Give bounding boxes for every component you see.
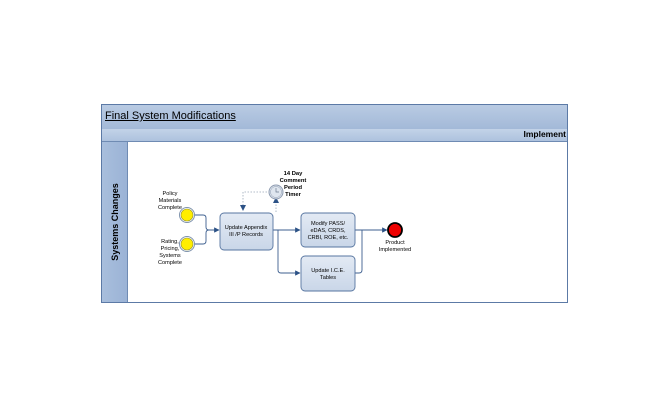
task-ice-line-1: Tables <box>320 275 336 281</box>
start-event-policy[interactable] <box>179 207 195 223</box>
start2-label-2: Systems <box>159 253 181 259</box>
task-modify-line-2: CRBI, ROE, etc. <box>308 235 349 241</box>
start2-label-0: Rating, <box>161 239 179 245</box>
clock-icon <box>275 188 279 193</box>
start2-label-3: Complete <box>158 260 182 266</box>
flow-start1-merge <box>194 214 220 233</box>
task-update-appendix[interactable]: Update Appendix III /P Records <box>219 212 274 251</box>
task-appendix-line-1: III /P Records <box>229 232 263 238</box>
pool-title[interactable]: Final System Modifications <box>105 110 236 122</box>
end-event[interactable] <box>387 222 403 238</box>
task-appendix-line-0: Update Appendix <box>225 225 268 231</box>
phase-label: Implement <box>523 129 566 139</box>
timer-label-2: Period <box>284 185 302 191</box>
pool-title-bar: Final System Modifications <box>102 105 567 130</box>
timer-label-0: 14 Day <box>284 171 303 177</box>
task-update-ice[interactable]: Update I.C.E. Tables <box>300 255 356 292</box>
start1-label-1: Materials <box>159 198 182 204</box>
start1-label-0: Policy <box>163 191 178 197</box>
timer-arrow-up <box>273 197 279 203</box>
timer-label-3: Timer <box>285 192 301 198</box>
end-label-1: Implemented <box>379 247 411 253</box>
flow-start2-merge <box>194 229 210 245</box>
start-event-rating[interactable] <box>179 236 195 252</box>
flow-to-ice <box>277 230 301 276</box>
timer-arrow-down <box>240 205 246 211</box>
pool: Final System Modifications Implement Sys… <box>101 104 568 303</box>
end-label-0: Product <box>385 240 405 246</box>
lane-header: Systems Changes <box>102 142 128 302</box>
timer-loop-line <box>242 191 270 208</box>
phase-bar: Implement <box>102 129 567 142</box>
timer-event[interactable] <box>268 184 284 200</box>
timer-label-1: Comment <box>280 178 307 184</box>
start2-label-1: Pricing, <box>161 246 180 252</box>
task-modify-pass[interactable]: Modify PASS/ eDAS, CRDS, CRBI, ROE, etc. <box>300 212 356 248</box>
flow-ice-merge <box>355 230 363 274</box>
task-ice-line-0: Update I.C.E. <box>311 268 345 274</box>
task-modify-line-1: eDAS, CRDS, <box>310 228 346 234</box>
task-modify-line-0: Modify PASS/ <box>311 221 346 227</box>
start1-label-2: Complete <box>158 205 182 211</box>
